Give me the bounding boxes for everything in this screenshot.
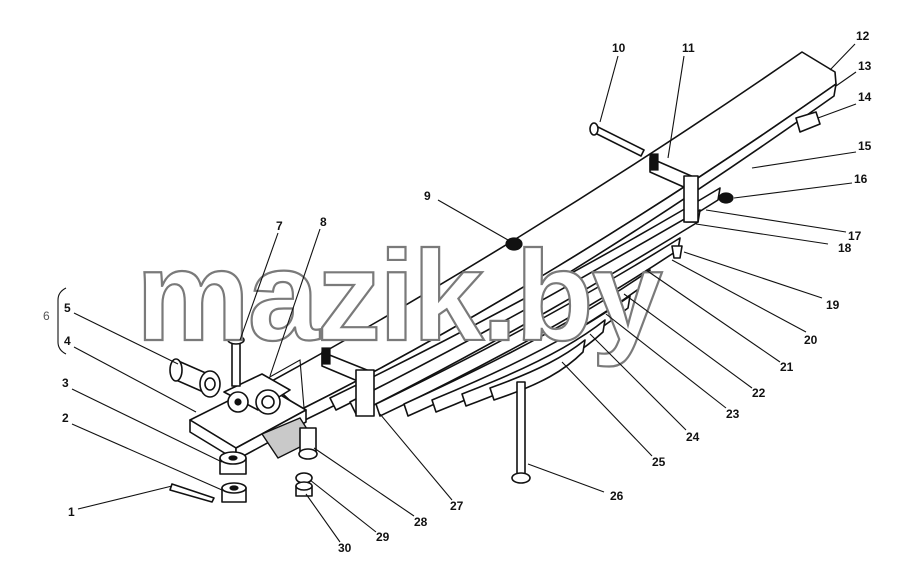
callout-11: 11 [682,41,695,55]
callout-28: 28 [414,515,428,529]
callout-1: 1 [68,505,75,519]
cotter-pin [169,483,215,503]
callout-23: 23 [726,407,740,421]
eye-shackle [267,359,305,409]
callout-9: 9 [424,189,431,203]
center-bolt-head [511,472,531,484]
callout-12: 12 [856,29,870,43]
callout-labels: 1 2 3 4 5 7 8 9 10 11 12 13 14 15 16 17 … [62,29,872,555]
eye-bushing [169,358,221,398]
group-bracket [57,287,67,355]
callout-4: 4 [64,334,71,348]
callout-19: 19 [826,298,840,312]
center-bolt [516,381,526,475]
rebound-clamp-right [649,153,699,223]
group-label: 6 [43,309,50,323]
callout-27: 27 [450,499,464,513]
bolt-10 [589,122,645,157]
callout-24: 24 [686,430,700,444]
callout-22: 22 [752,386,766,400]
castle-nut [221,482,247,503]
callout-13: 13 [858,59,872,73]
callout-5: 5 [64,301,71,315]
watermark: mazik.by [136,225,663,368]
callout-2: 2 [62,411,69,425]
bolt-28 [298,427,318,460]
rear-bracket [795,111,821,133]
spring-pin [227,335,245,387]
rebound-clamp-left [321,347,375,417]
callout-17: 17 [848,229,862,243]
nut-16 [718,192,734,204]
callout-10: 10 [612,41,626,55]
hex-nut [219,451,247,475]
leader-lines [71,43,857,543]
callout-25: 25 [652,455,666,469]
callout-15: 15 [858,139,872,153]
grease-fitting [671,245,683,259]
callout-8: 8 [320,215,327,229]
callout-16: 16 [854,172,868,186]
callout-26: 26 [610,489,624,503]
callout-21: 21 [780,360,794,374]
callout-14: 14 [858,90,872,104]
nut-30 [295,481,313,497]
callout-7: 7 [276,219,283,233]
nut-9 [505,237,523,251]
callout-30: 30 [338,541,352,555]
loose-parts [169,122,734,503]
front-eye-assembly [169,335,318,461]
callout-18: 18 [838,241,852,255]
callout-29: 29 [376,530,390,544]
callout-3: 3 [62,376,69,390]
leaf-spring-pack [269,51,837,484]
callout-20: 20 [804,333,818,347]
